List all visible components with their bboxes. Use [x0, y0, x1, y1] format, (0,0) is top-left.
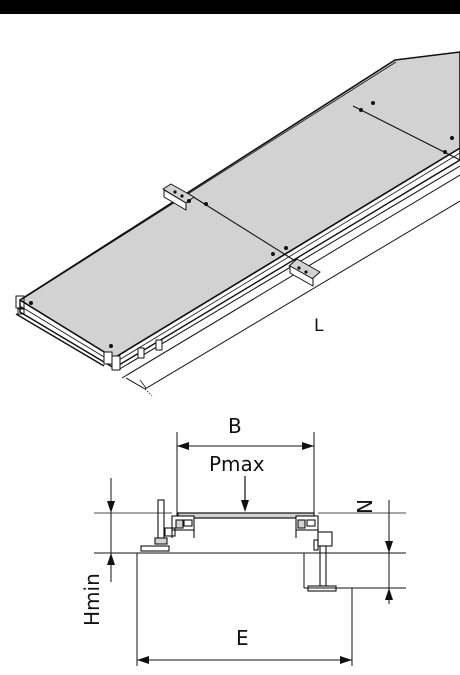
rail-line-5 — [15, 313, 105, 367]
rail-line-4 — [19, 305, 115, 364]
support-foot-right — [307, 531, 337, 592]
connector-plate-right — [288, 258, 321, 287]
dim-b-arrow-right — [302, 442, 314, 450]
panel-seam-2 — [352, 105, 460, 161]
label-length: L — [314, 316, 324, 336]
dim-n-arrow-bottom — [385, 588, 393, 600]
label-max-load: Pmax — [209, 452, 265, 476]
support-foot-left — [140, 499, 176, 552]
section-rail-left — [171, 515, 195, 538]
dimension-length — [125, 200, 460, 397]
label-min-height: Hmin — [80, 573, 104, 626]
isometric-panel-view — [15, 51, 460, 379]
rail-line-2 — [117, 165, 460, 371]
label-support-spacing: E — [236, 626, 249, 650]
dim-b-arrow-left — [177, 442, 189, 450]
rail-line-1 — [113, 152, 460, 364]
panel-top-edge-inner — [23, 61, 397, 299]
rail-end-profile-left — [15, 295, 25, 315]
label-offset: N — [353, 499, 377, 514]
fastener-dots — [29, 101, 454, 348]
dim-e-arrow-right — [340, 656, 352, 664]
cross-section-view — [94, 432, 406, 666]
connector-plate-left — [162, 183, 195, 211]
panel-top-surface — [19, 51, 460, 359]
dim-n-arrow-top — [385, 541, 393, 553]
pmax-arrow-head — [241, 500, 249, 512]
label-width: B — [228, 414, 242, 438]
dim-hmin-arrow-bottom — [107, 553, 115, 565]
top-rule — [0, 0, 460, 14]
rail-end-profile-right — [103, 339, 163, 371]
section-rail-right — [295, 515, 319, 538]
dim-hmin-arrow-top — [107, 501, 115, 513]
rail-line-3 — [121, 174, 460, 379]
dim-e-arrow-left — [137, 656, 149, 664]
section-panel — [177, 512, 315, 519]
